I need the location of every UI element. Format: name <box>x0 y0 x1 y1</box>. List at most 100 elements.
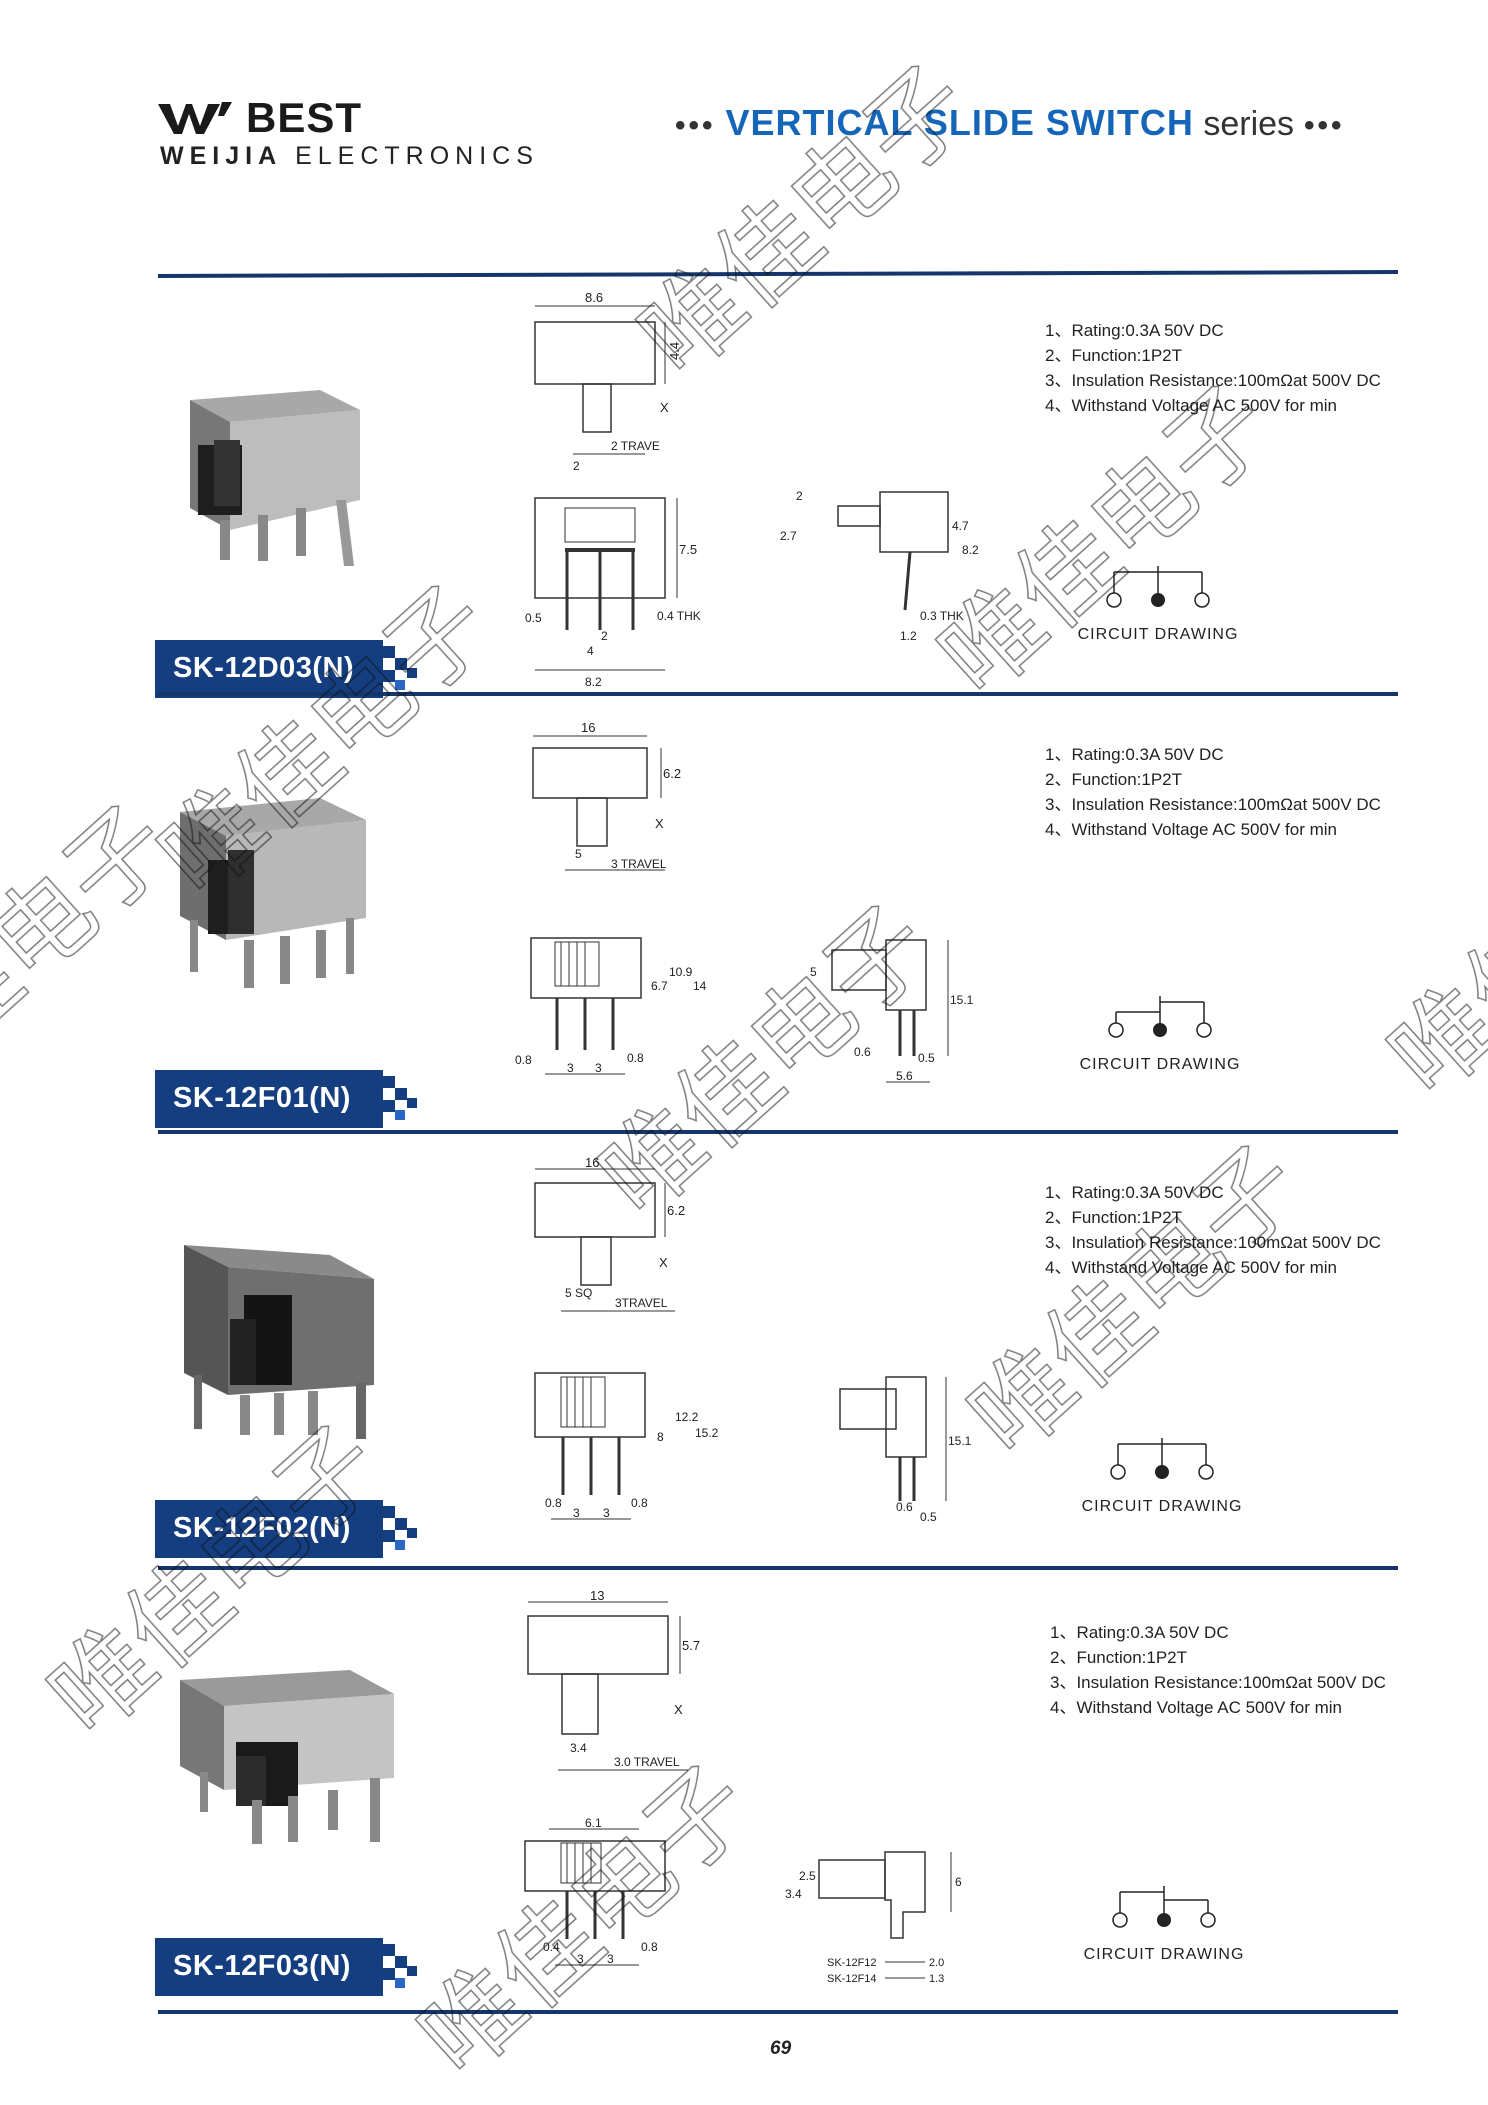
model-name: SK-12F03(N) <box>173 1950 351 1982</box>
section-divider <box>158 1566 1398 1570</box>
dim-s82: 8.2 <box>962 543 979 557</box>
spec-rating: 1、Rating:0.3A 50V DC <box>1045 321 1224 340</box>
model-badge-bar <box>155 1500 383 1558</box>
spec-withstand: 4、Withstand Voltage AC 500V for min <box>1050 1698 1342 1717</box>
spec-function: 2、Function:1P2T <box>1050 1648 1188 1667</box>
dim-p3b: 3 <box>603 1506 610 1520</box>
dim-h8: 8 <box>657 1430 664 1444</box>
spec-rating: 1、Rating:0.3A 50V DC <box>1045 1183 1224 1202</box>
logo-company-name: WEIJIA ELECTRONICS <box>160 142 539 171</box>
dim-pitch: 5 <box>575 847 582 861</box>
dim-pin-left: 0.8 <box>515 1053 532 1067</box>
dim-s05: 0.5 <box>920 1510 937 1524</box>
dim-p2: 2 <box>601 629 608 643</box>
spec-list: 1、Rating:0.3A 50V DC 2、Function:1P2T 3、I… <box>1045 318 1381 418</box>
dim-h122: 12.2 <box>675 1410 699 1424</box>
dim-s47: 4.7 <box>952 519 969 533</box>
dimension-drawing-side: 5 15.1 0.6 0.5 5.6 <box>810 939 974 1083</box>
dim-x: X <box>659 1255 668 1270</box>
dim-s34: 3.4 <box>785 1887 802 1901</box>
circuit-symbol-icon <box>1110 1438 1214 1480</box>
circuit-symbol-icon <box>1112 1886 1216 1928</box>
dim-x: X <box>660 400 669 415</box>
dim-s06: 0.6 <box>896 1500 913 1514</box>
dim-pin-right: 0.8 <box>631 1496 648 1510</box>
dim-travel: 3TRAVEL <box>615 1296 668 1310</box>
badge-arrow-icon <box>383 1076 417 1120</box>
model-name: SK-12F01(N) <box>173 1082 351 1114</box>
dim-p3a: 3 <box>577 1952 584 1966</box>
dim-s151: 15.1 <box>950 993 974 1007</box>
circuit-drawing: CIRCUIT DRAWING <box>1072 1432 1252 1522</box>
dim-p3a: 3 <box>573 1506 580 1520</box>
dim-width: 8.6 <box>585 290 603 305</box>
dim-pitch: 2 <box>573 459 580 473</box>
dim-pitch: 5 SQ <box>565 1286 592 1300</box>
dimension-drawing-top: 13 5.7 X 3.4 3.0 TRAVEL <box>527 1590 700 1771</box>
spec-insulation: 3、Insulation Resistance:100mΩat 500V DC <box>1045 1233 1381 1252</box>
dim-width: 16 <box>585 1155 599 1170</box>
series-title: ••• VERTICAL SLIDE SWITCH series ••• <box>675 102 1345 144</box>
dim-h1: 7.5 <box>679 542 697 557</box>
dimension-drawing-top: 16 6.2 X 5 SQ 3TRAVEL <box>534 1155 685 1312</box>
dim-p3a: 3 <box>567 1061 574 1075</box>
variant-12f14-label: SK-12F14 <box>827 1973 877 1985</box>
dim-s05: 0.5 <box>918 1051 935 1065</box>
company-logo: BEST WEIJIA ELECTRONICS <box>158 94 578 178</box>
model-badge: SK-12F02(N) <box>155 1500 425 1558</box>
product-photo <box>190 390 360 566</box>
section-divider <box>158 1130 1398 1134</box>
product-section-sk-12f01: 16 6.2 X 5 3 TRAVEL 6.7 10.9 14 0.8 0.8 … <box>155 720 1381 1128</box>
circuit-drawing: CIRCUIT DRAWING <box>1068 560 1248 650</box>
variant-12f12-label: SK-12F12 <box>827 1957 877 1969</box>
product-section-sk-12f03: 13 5.7 X 3.4 3.0 TRAVEL 6.1 0.4 0.8 3 3 … <box>155 1590 1386 1996</box>
dim-pin-left: 0.4 <box>543 1940 560 1954</box>
dim-sthk: 0.3 THK <box>920 609 964 623</box>
badge-arrow-icon <box>383 1506 417 1550</box>
dim-x: X <box>674 1702 683 1717</box>
model-badge-bar <box>155 640 383 698</box>
product-photo <box>180 798 366 988</box>
section-divider <box>158 692 1398 696</box>
circuit-symbol-icon <box>1108 996 1212 1038</box>
spec-list: 1、Rating:0.3A 50V DC 2、Function:1P2T 3、I… <box>1045 1180 1381 1280</box>
dim-s06: 0.6 <box>854 1045 871 1059</box>
dim-h14: 14 <box>693 979 707 993</box>
dim-p3b: 3 <box>607 1952 614 1966</box>
section-divider <box>158 2010 1398 2014</box>
dim-base: 8.2 <box>585 675 602 689</box>
spec-withstand: 4、Withstand Voltage AC 500V for min <box>1045 396 1337 415</box>
dim-height: 6.2 <box>663 766 681 781</box>
spec-function: 2、Function:1P2T <box>1045 770 1183 789</box>
series-title-main: VERTICAL SLIDE SWITCH <box>725 102 1194 143</box>
dim-travel: 2 TRAVE <box>611 439 660 453</box>
model-badge-bar <box>155 1938 383 1996</box>
dim-pin-right: 0.8 <box>641 1940 658 1954</box>
dim-h152: 15.2 <box>695 1426 719 1440</box>
dim-h67: 6.7 <box>651 979 668 993</box>
series-title-suffix: series <box>1193 105 1295 143</box>
spec-function: 2、Function:1P2T <box>1045 346 1183 365</box>
model-badge: SK-12F01(N) <box>155 1070 425 1128</box>
badge-arrow-icon <box>383 646 417 690</box>
logo-company-rest: ELECTRONICS <box>282 142 539 170</box>
logo-best-text: BEST <box>246 94 363 141</box>
model-badge: SK-12D03(N) <box>155 640 425 698</box>
variant-12f14-value: 1.3 <box>929 1973 944 1985</box>
dim-s56: 5.6 <box>896 1069 913 1083</box>
variant-12f12-value: 2.0 <box>929 1957 944 1969</box>
dim-p4: 4 <box>587 644 594 658</box>
weijia-logo-mark-icon <box>158 102 232 134</box>
logo-company-bold: WEIJIA <box>160 142 283 170</box>
dimension-drawing-side: 15.1 0.6 0.5 <box>839 1376 972 1524</box>
spec-rating: 1、Rating:0.3A 50V DC <box>1045 745 1224 764</box>
dim-s27: 2.7 <box>780 529 797 543</box>
spec-withstand: 4、Withstand Voltage AC 500V for min <box>1045 820 1337 839</box>
dimension-drawing-front: 7.5 0.5 0.4 THK 2 4 8.2 <box>525 497 701 689</box>
dim-p3b: 3 <box>595 1061 602 1075</box>
dim-width: 13 <box>590 1590 604 1603</box>
dim-s2: 2 <box>796 489 803 503</box>
spec-insulation: 3、Insulation Resistance:100mΩat 500V DC <box>1045 795 1381 814</box>
dim-pin-right: 0.8 <box>627 1051 644 1065</box>
dim-pin: 0.5 <box>525 611 542 625</box>
